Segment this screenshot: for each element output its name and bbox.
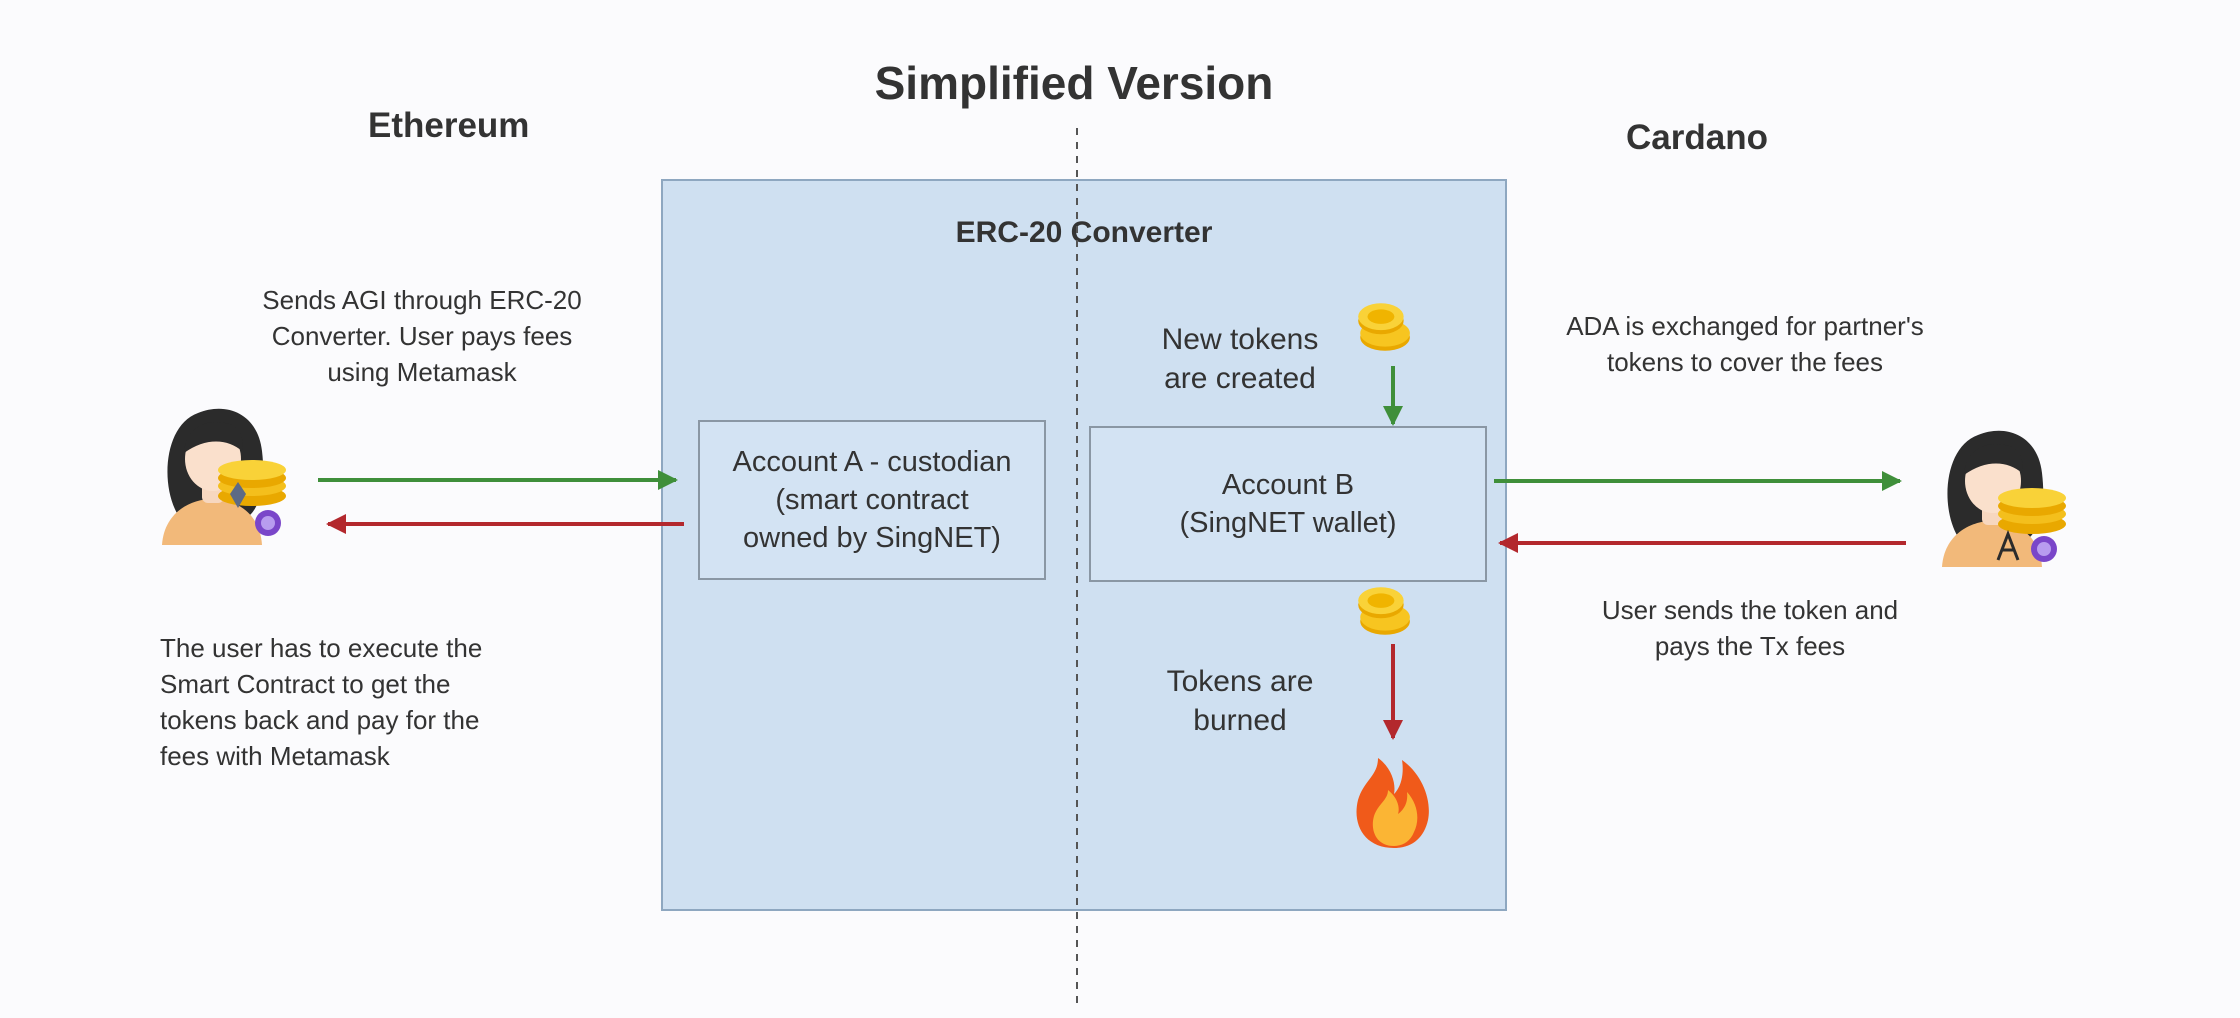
ethereum-send-note: Sends AGI through ERC-20 Converter. User… [262, 285, 582, 387]
mint-coin-icon [1358, 303, 1410, 351]
tokens-created-label: New tokens are created [1161, 323, 1319, 395]
tokens-burned-label: Tokens are burned [1166, 665, 1314, 737]
fire-icon [1356, 758, 1429, 848]
burn-coin-icon [1358, 587, 1410, 635]
user-with-ethereum-coins-icon [162, 408, 286, 545]
ethereum-heading: Ethereum [368, 106, 530, 145]
diagram-title: Simplified Version [874, 57, 1274, 109]
cardano-heading: Cardano [1626, 118, 1768, 157]
account-a-label: Account A - custodian (smart contract ow… [732, 446, 1012, 554]
account-b-box: Account B (SingNET wallet) [1089, 426, 1487, 582]
cardano-exchange-note: ADA is exchanged for partner's tokens to… [1566, 311, 1924, 377]
account-b-label: Account B (SingNET wallet) [1179, 469, 1397, 539]
cardano-send-note: User sends the token and pays the Tx fee… [1601, 595, 1899, 661]
account-a-box: Account A - custodian (smart contract ow… [698, 420, 1046, 580]
converter-title: ERC-20 Converter [955, 216, 1213, 249]
ethereum-return-note: The user has to execute the Smart Contra… [160, 633, 483, 771]
user-with-cardano-coins-icon [1942, 430, 2066, 567]
